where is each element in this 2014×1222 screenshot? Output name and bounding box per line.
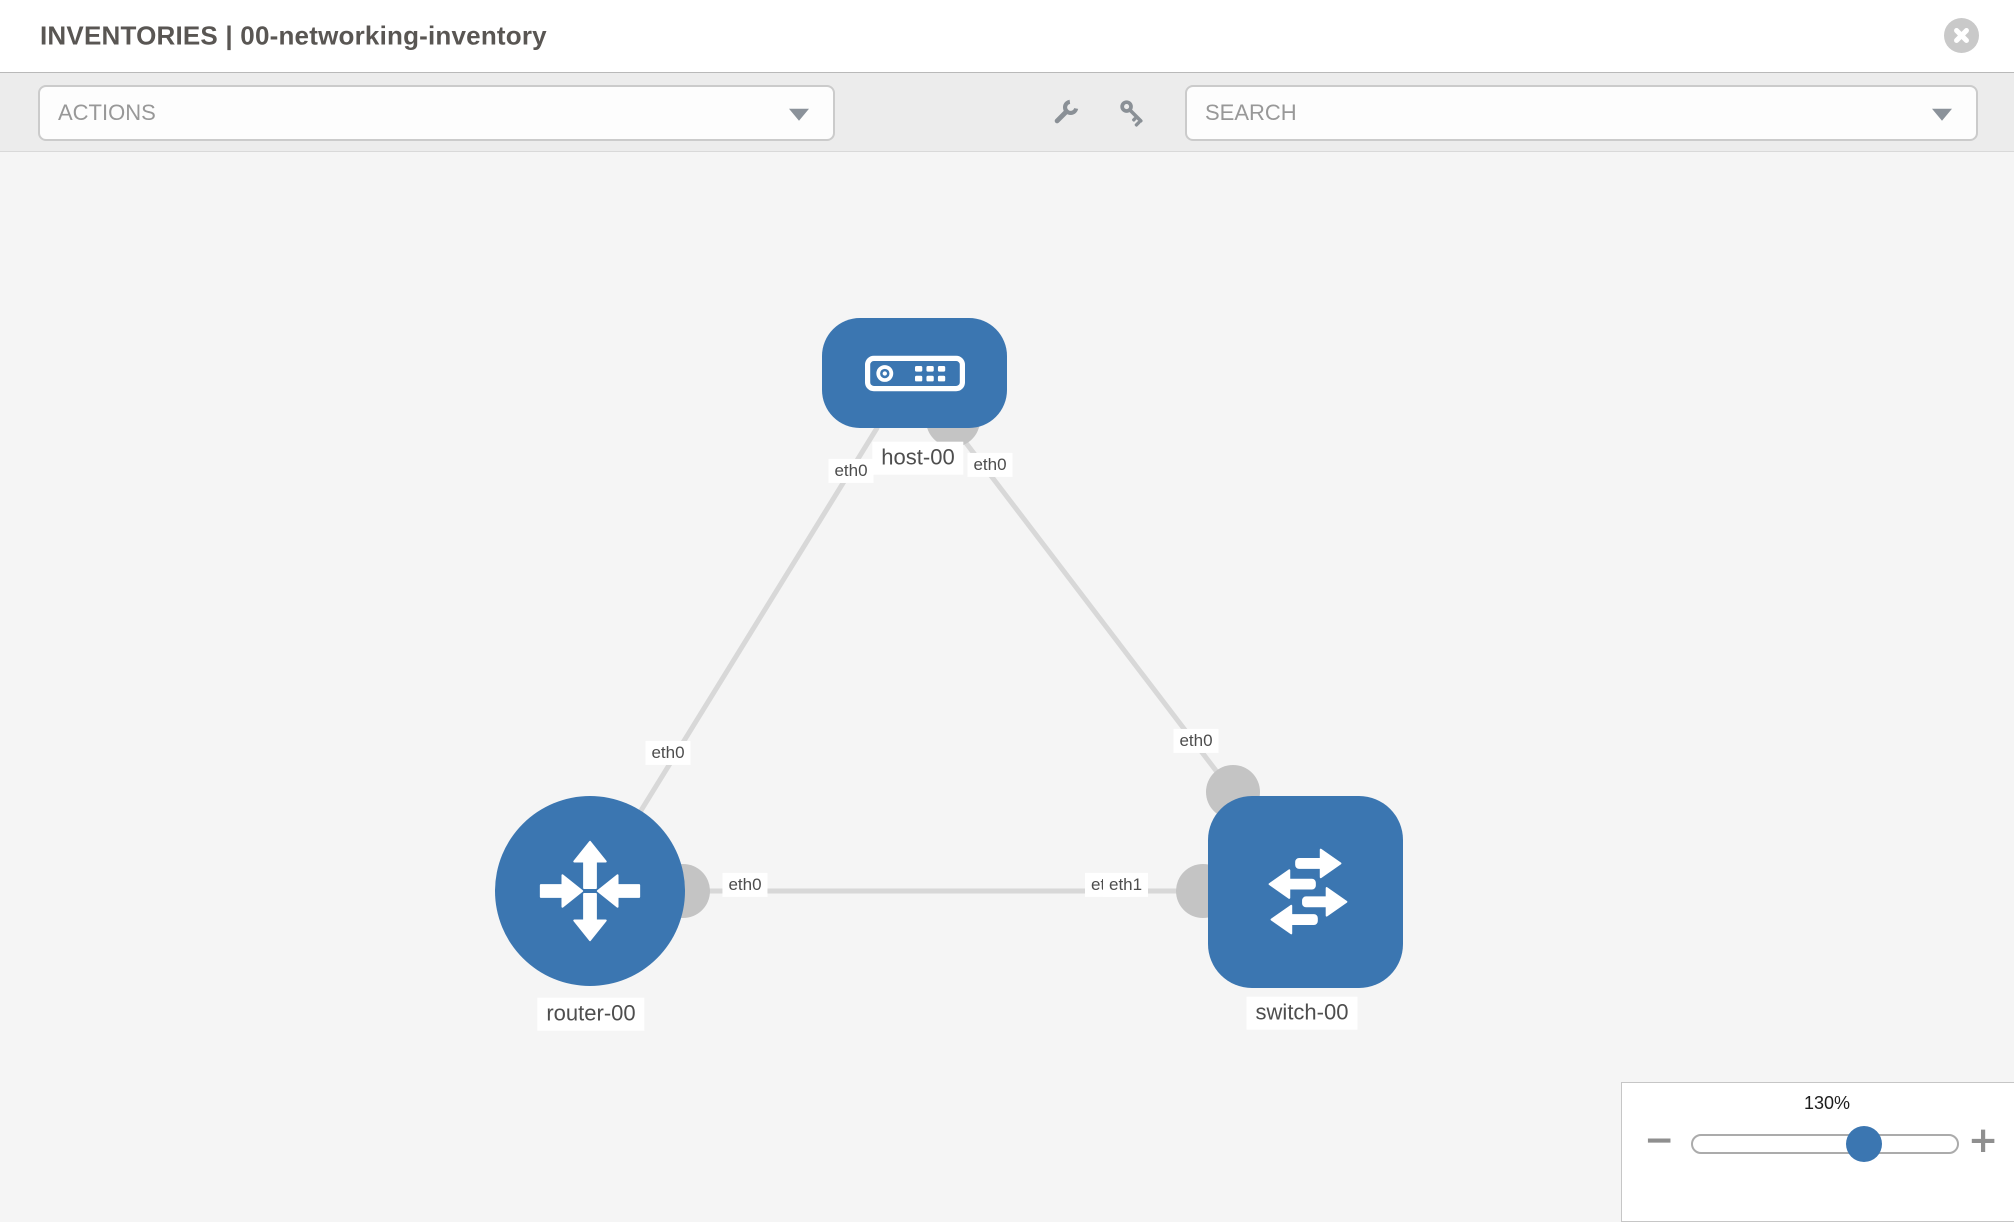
- key-icon: [1120, 100, 1143, 127]
- close-button[interactable]: [1944, 18, 1979, 53]
- topology-links-layer: [589, 393, 1260, 918]
- switch-arrows-icon: [1268, 848, 1347, 935]
- node-host-00[interactable]: [822, 318, 1007, 428]
- close-icon: [1953, 27, 1970, 44]
- chevron-down-icon: [789, 108, 809, 121]
- key-button[interactable]: [1108, 85, 1158, 141]
- node-label-host: host-00: [872, 441, 964, 475]
- page-title: INVENTORIES | 00-networking-inventory: [40, 20, 547, 51]
- server-icon: [864, 355, 965, 391]
- topology-canvas[interactable]: host-00 router-00 switch-00 eth0 eth0 et…: [0, 152, 2014, 1222]
- wrench-icon: [1054, 99, 1079, 124]
- actions-dropdown[interactable]: ACTIONS: [38, 85, 835, 141]
- interface-label-host-switch-mid: eth0: [1173, 728, 1219, 754]
- zoom-slider-thumb[interactable]: [1846, 1126, 1882, 1162]
- zoom-in-button[interactable]: +: [1968, 1120, 1999, 1161]
- zoom-slider-track[interactable]: [1691, 1126, 1959, 1162]
- chevron-down-icon: [1932, 108, 1952, 121]
- zoom-panel: 130% − +: [1621, 1082, 2014, 1222]
- search-dropdown[interactable]: SEARCH: [1185, 85, 1978, 141]
- zoom-level: 130%: [1803, 1093, 1851, 1113]
- interface-label-host-left: eth0: [828, 458, 874, 484]
- node-switch-00[interactable]: [1208, 796, 1403, 988]
- interface-label-router-side: eth0: [722, 872, 768, 898]
- actions-dropdown-label: ACTIONS: [58, 100, 156, 125]
- node-label-switch: switch-00: [1246, 996, 1358, 1030]
- page-header: INVENTORIES | 00-networking-inventory: [0, 0, 2014, 72]
- search-dropdown-label: SEARCH: [1205, 100, 1297, 125]
- interface-label-host-router-mid: eth0: [645, 740, 691, 766]
- wrench-button[interactable]: [1040, 85, 1090, 141]
- router-arrows-icon: [539, 840, 641, 942]
- zoom-out-button[interactable]: −: [1644, 1120, 1675, 1161]
- interface-label-switch-front: eth1: [1103, 872, 1149, 898]
- toolbar: ACTIONS SEARCH: [0, 72, 2014, 152]
- interface-label-host-right: eth0: [967, 452, 1013, 478]
- node-label-router: router-00: [537, 997, 645, 1031]
- node-router-00[interactable]: [495, 796, 685, 986]
